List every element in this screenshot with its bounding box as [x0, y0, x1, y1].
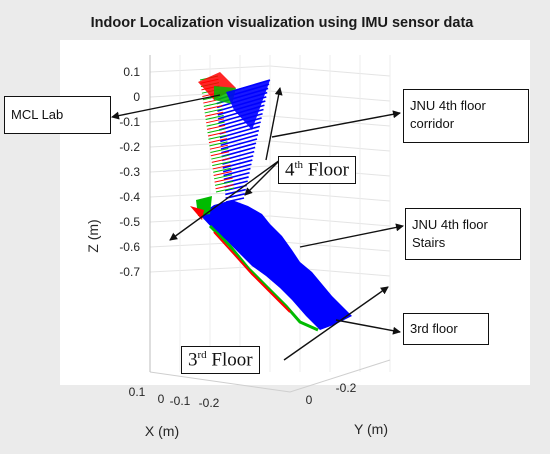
floor4-number: 4 [285, 159, 295, 181]
z-tick-label: -0.6 [119, 240, 140, 254]
corridor-xy-marker [212, 164, 231, 170]
corridor-xy-marker [214, 180, 234, 186]
y-tick-label: -0.2 [336, 381, 357, 395]
corridor-xy-marker [207, 128, 226, 134]
corridor-xy-marker [212, 161, 231, 167]
landing-red [190, 206, 204, 220]
third-floor-callout: 3rd floor [403, 313, 489, 345]
floor3-ordinal: rd [197, 349, 207, 361]
x-tick-label: -0.1 [170, 394, 191, 408]
corridor-xy-marker [204, 105, 223, 111]
floor4-arrow-up [265, 87, 283, 161]
floor3-word: Floor [211, 349, 253, 371]
corridor-xy-marker [203, 101, 222, 107]
corridor-z-marker [223, 167, 251, 177]
stairs-green-edge [208, 224, 319, 332]
corridor-callout: JNU 4th floor corridor [403, 89, 529, 143]
floor3-label: 3rd Floor [181, 346, 260, 375]
corridor-xy-marker [208, 134, 227, 140]
corridor-xy-marker [213, 171, 232, 177]
corridor-xy-marker [205, 115, 224, 121]
annotation-arrows [111, 87, 404, 361]
trajectory [190, 72, 352, 332]
corridor-z-marker [222, 159, 253, 169]
z-tick-label: -0.2 [119, 140, 140, 154]
corridor-xy-marker [205, 111, 224, 117]
z-tick-label: 0.1 [123, 65, 140, 79]
corridor-z-marker [221, 142, 257, 154]
corridor-xy-marker [209, 141, 228, 147]
corridor-z-marker [220, 138, 258, 150]
x-tick-label: 0.1 [129, 385, 146, 399]
z-tick-label: -0.3 [119, 165, 140, 179]
y-axis-label: Y (m) [354, 421, 388, 437]
stairs-text: JNU 4th floor Stairs [412, 217, 488, 250]
x-tick-labels: 0.1 0 -0.1 -0.2 [129, 385, 220, 410]
floor3-arrow-up [283, 286, 389, 361]
corridor-xy-marker [210, 151, 229, 157]
corridor-xy-marker [204, 108, 223, 114]
corridor-xy-marker [213, 167, 232, 173]
corridor-z-marker [220, 129, 260, 143]
corridor-z-marker [223, 171, 250, 181]
y-tick-labels: 0 -0.2 [306, 381, 357, 407]
corridor-xy-marker [211, 154, 230, 160]
floor4-label: 4th Floor [278, 156, 356, 185]
z-tick-label: -0.1 [119, 115, 140, 129]
axis-floor-edges [149, 359, 391, 393]
floor4-arrow-down [244, 159, 281, 196]
x-axis-label: X (m) [145, 423, 179, 439]
third-floor-arrow [335, 319, 401, 335]
corridor-text: JNU 4th floor corridor [410, 98, 486, 131]
corridor-xy-marker [211, 157, 230, 163]
corridor-xy-marker [215, 184, 234, 190]
corridor-xy-marker [215, 187, 235, 193]
mcl-lab-callout: MCL Lab [4, 96, 111, 134]
lab-blue-cluster [226, 80, 270, 130]
corridor-xy-marker [207, 131, 227, 137]
mcl-lab-text: MCL Lab [11, 107, 64, 122]
corridor-arrow [271, 110, 401, 138]
floor4-arrow-left [169, 159, 281, 241]
corridor-z-marker [222, 155, 254, 165]
floor3-number: 3 [188, 349, 198, 371]
corridor-xy-marker [214, 174, 233, 180]
corridor-xy-marker [206, 121, 225, 127]
corridor-xy-marker [208, 138, 228, 144]
corridor-xy-marker [209, 144, 228, 150]
floor4-ordinal: th [294, 159, 304, 171]
corridor-xy-marker [214, 177, 233, 183]
corridor-xy-marker [210, 147, 229, 153]
x-tick-label: -0.2 [199, 396, 220, 410]
corridor-z-marker [220, 134, 259, 146]
chart-title: Indoor Localization visualization using … [91, 15, 475, 31]
z-tick-label: -0.7 [119, 265, 140, 279]
corridor-xy-marker [206, 118, 225, 124]
corridor-z-marker [222, 163, 252, 173]
stairs-callout: JNU 4th floor Stairs [405, 208, 521, 260]
corridor-xy-marker [206, 124, 226, 130]
y-tick-label: 0 [306, 393, 313, 407]
mcl-lab-arrow [111, 94, 221, 120]
z-tick-label: -0.5 [119, 215, 140, 229]
x-tick-label: 0 [158, 392, 165, 406]
third-floor-text: 3rd floor [410, 321, 458, 336]
z-tick-label: -0.4 [119, 190, 140, 204]
floor4-word: Floor [307, 159, 349, 181]
z-tick-label: 0 [133, 90, 140, 104]
stairs-blue-body [200, 200, 352, 330]
z-tick-labels: 0.1 0 -0.1 -0.2 -0.3 -0.4 -0.5 -0.6 -0.7 [119, 65, 140, 279]
stairs-red-edge [213, 231, 291, 313]
z-axis-label: Z (m) [85, 219, 101, 252]
stairs-arrow [299, 223, 404, 248]
